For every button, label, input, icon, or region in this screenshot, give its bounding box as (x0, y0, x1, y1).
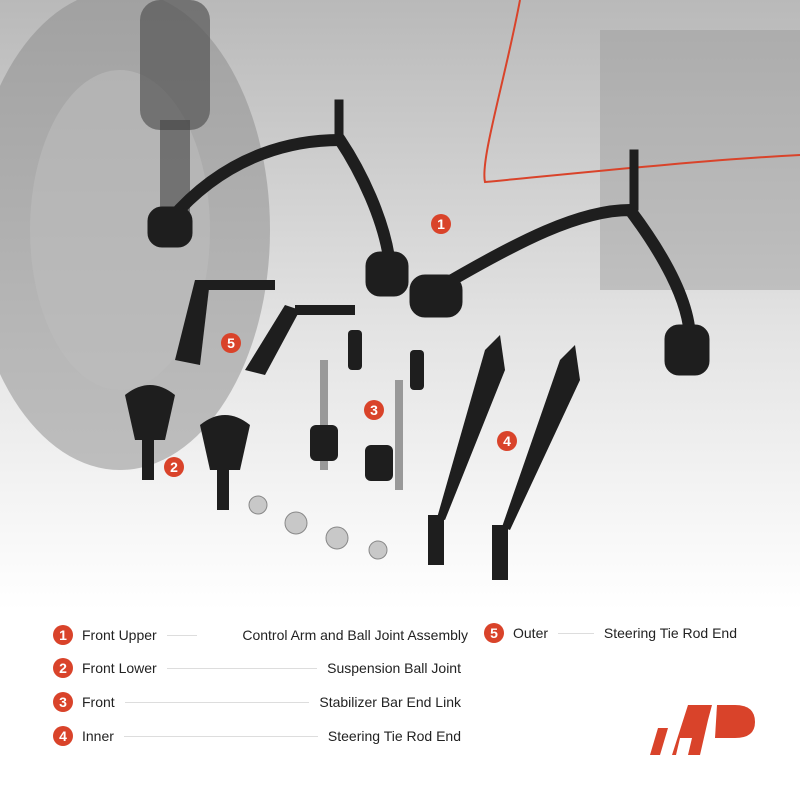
legend-part: Control Arm and Ball Joint Assembly (242, 627, 468, 643)
divider (166, 634, 197, 636)
legend-item-2: 2 Front Lower Suspension Ball Joint (53, 658, 461, 678)
divider (558, 632, 594, 634)
legend-type: Front Upper (82, 627, 157, 643)
legend-type: Front (82, 694, 115, 710)
callout-2: 2 (164, 457, 184, 477)
brand-logo (650, 705, 755, 755)
divider (123, 735, 318, 737)
highlight-line (483, 0, 800, 184)
legend-type: Front Lower (82, 660, 157, 676)
ball-joints (125, 385, 250, 510)
callout-3: 3 (364, 400, 384, 420)
legend-number: 3 (53, 692, 73, 712)
legend-item-5: 5 Outer Steering Tie Rod End (484, 623, 737, 643)
callout-5: 5 (221, 333, 241, 353)
control-arm-left (147, 99, 409, 297)
legend-part: Steering Tie Rod End (327, 728, 461, 744)
legend-item-3: 3 Front Stabilizer Bar End Link (53, 692, 461, 712)
legend-part: Stabilizer Bar End Link (319, 694, 461, 710)
product-photo (0, 0, 800, 610)
legend-number: 5 (484, 623, 504, 643)
legend-number: 4 (53, 726, 73, 746)
divider (166, 667, 318, 669)
legend-number: 2 (53, 658, 73, 678)
legend-type: Outer (513, 625, 549, 641)
callout-1: 1 (431, 214, 451, 234)
legend-part: Suspension Ball Joint (327, 660, 461, 676)
legend-item-4: 4 Inner Steering Tie Rod End (53, 726, 461, 746)
stabilizer-links (310, 330, 424, 490)
legend-item-1: 1 Front Upper Control Arm and Ball Joint… (53, 625, 468, 645)
outer-tie-rod-ends (175, 280, 355, 375)
divider (124, 701, 310, 703)
inner-tie-rods (428, 335, 580, 580)
control-arm-right (409, 149, 710, 376)
legend-part: Steering Tie Rod End (603, 625, 737, 641)
legend-number: 1 (53, 625, 73, 645)
strut-boot (140, 0, 210, 130)
legend-type: Inner (82, 728, 114, 744)
callout-4: 4 (497, 431, 517, 451)
hardware-nuts-washers (248, 495, 388, 560)
